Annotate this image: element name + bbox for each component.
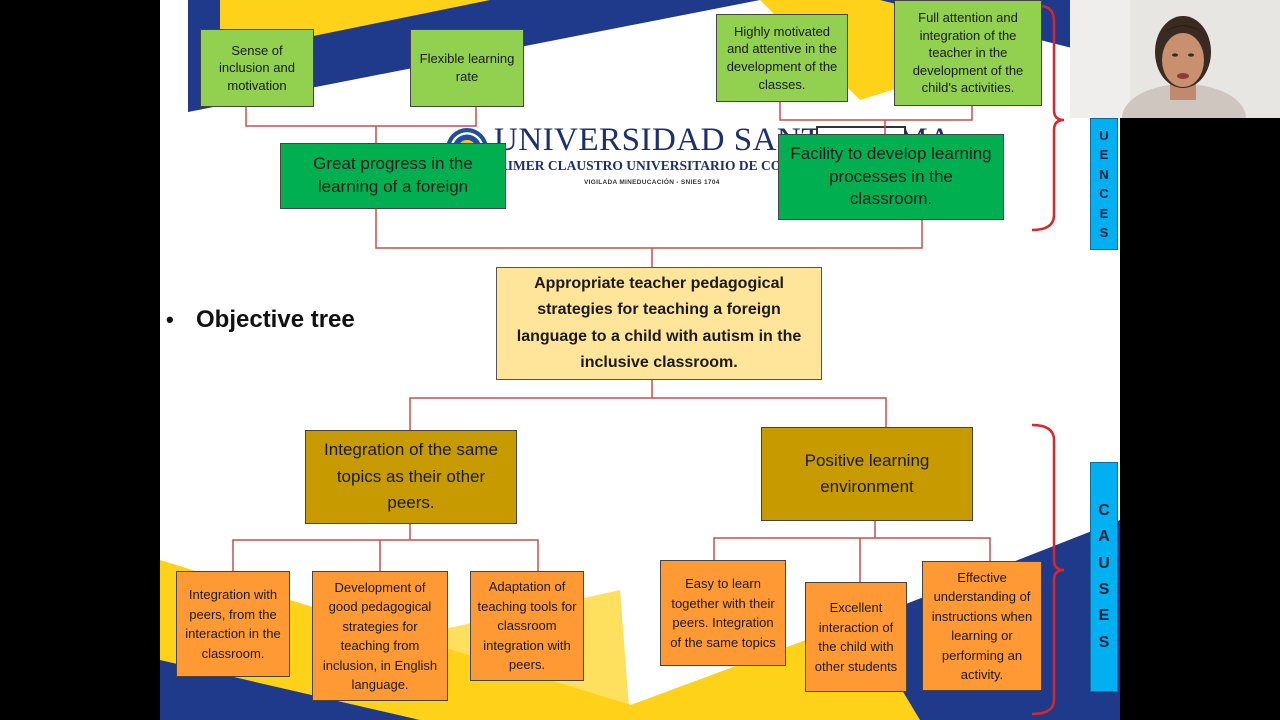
cause-box-easy-to-learn: Easy to learn together with their peers.… [660, 560, 786, 666]
slide-title: Objective tree [196, 306, 355, 333]
objective-box: Appropriate teacher pedagogical strategi… [496, 267, 822, 380]
effect-text: Great progress in the learning of a fore… [313, 154, 473, 196]
effect-box-full-attention: Full attention and integration of the te… [894, 0, 1042, 106]
cause-box-integration-peers: Integration with peers, from the interac… [176, 571, 290, 677]
cause-text: Integration with peers, from the interac… [185, 587, 281, 661]
side-letter: C [1098, 501, 1110, 519]
side-letter: E [1098, 607, 1110, 625]
side-letter: C [1099, 186, 1109, 201]
cause-text: Effective understanding of instructions … [931, 569, 1033, 683]
effect-text: Flexible learning rate [419, 51, 515, 84]
side-letter: E [1099, 205, 1109, 221]
side-letter: S [1099, 225, 1109, 240]
consequences-side-label: U E N C E S [1090, 118, 1118, 250]
presentation-slide: UNIVERSIDAD SANTO TOMA RIMER CLAUSTRO UN… [160, 0, 1120, 720]
effect-text: Facility to develop learning processes i… [790, 143, 992, 209]
effect-box-learning-processes: Facility to develop learning processes i… [778, 134, 1004, 220]
cause-box-excellent-interaction: Excellent interaction of the child with … [805, 582, 907, 692]
cause-box-teaching-tools: Adaptation of teaching tools for classro… [470, 571, 584, 681]
logo-note: VIGILADA MINEDUCACIÓN - SNIES 1704 [584, 179, 720, 186]
slide-bullet-title: • Objective tree [166, 306, 355, 334]
side-letter: S [1098, 581, 1110, 598]
cause-text: Adaptation of teaching tools for classro… [477, 579, 577, 673]
bullet-symbol: • [166, 307, 174, 332]
presenter-webcam-video [1070, 0, 1280, 118]
side-letter: U [1099, 127, 1109, 143]
effect-box-inclusion: Sense of inclusion and motivation [200, 29, 314, 107]
effect-text: Full attention and integration of the te… [912, 10, 1024, 96]
side-letter: S [1098, 633, 1110, 651]
effect-box-motivated: Highly motivated and attentive in the de… [716, 14, 848, 102]
logo-subtitle: RIMER CLAUSTRO UNIVERSITARIO DE COLOMB [498, 158, 823, 173]
cause-text: Development of good pedagogical strategi… [322, 579, 438, 693]
effect-text: Highly motivated and attentive in the de… [726, 23, 838, 92]
cause-box-effective-understanding: Effective understanding of instructions … [922, 561, 1042, 691]
objective-text: Appropriate teacher pedagogical strategi… [516, 274, 802, 371]
side-letter: N [1099, 166, 1109, 182]
causes-side-label: C A U S E S [1090, 462, 1118, 692]
effect-box-flexible-rate: Flexible learning rate [410, 29, 524, 107]
cause-text: Excellent interaction of the child with … [814, 600, 898, 674]
effect-box-great-progress: Great progress in the learning of a fore… [280, 143, 506, 209]
tree-connectors [232, 4, 1065, 716]
mean-box-positive-environment: Positive learning environment [761, 427, 973, 521]
mean-box-integration: Integration of the same topics as their … [305, 430, 517, 524]
mean-text: Positive learning environment [804, 450, 930, 496]
side-letter: E [1099, 147, 1109, 162]
cause-box-pedagogical-strategies: Development of good pedagogical strategi… [312, 571, 448, 701]
effect-text: Sense of inclusion and motivation [219, 42, 295, 93]
side-letter: U [1098, 554, 1110, 572]
side-letter: A [1098, 528, 1110, 546]
mean-text: Integration of the same topics as their … [324, 440, 498, 513]
cause-text: Easy to learn together with their peers.… [670, 576, 776, 650]
